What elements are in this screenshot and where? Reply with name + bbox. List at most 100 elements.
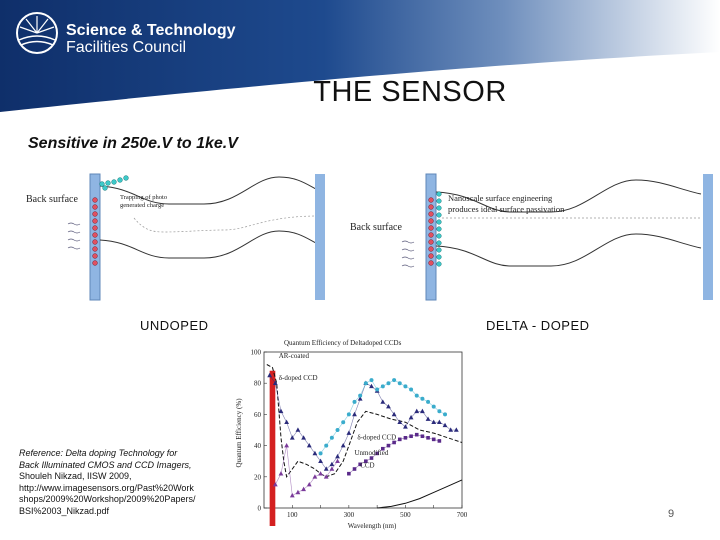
data-point: [397, 381, 402, 386]
data-point: [335, 453, 340, 459]
data-point: [386, 443, 391, 448]
data-point: [324, 443, 329, 448]
dopant-markers: [92, 197, 98, 266]
data-point: [306, 482, 312, 487]
x-tick-label: 700: [457, 511, 468, 519]
data-point: [431, 419, 437, 424]
data-point: [375, 387, 380, 392]
y-tick-label: 20: [254, 473, 262, 481]
data-point: [386, 404, 391, 409]
data-point: [420, 434, 425, 439]
y-axis-label: Quantum Efficiency (%): [235, 398, 243, 468]
trapped-charge-markers: [99, 175, 129, 191]
annotation-line-1: Nanoscale surface engineering: [448, 193, 553, 203]
stfc-logo-icon: [16, 12, 58, 54]
chart-annotation: CCD: [360, 461, 374, 469]
highlight-band: [269, 370, 276, 526]
data-point: [346, 430, 352, 435]
data-point: [420, 408, 425, 414]
data-point: [357, 396, 363, 401]
y-tick-label: 40: [254, 442, 262, 450]
data-point: [381, 446, 385, 451]
annotation-line-2: generated charge: [120, 202, 164, 209]
delta-doped-caption: DELTA - DOPED: [486, 318, 590, 333]
data-point: [414, 393, 419, 398]
data-point: [392, 378, 397, 383]
organization-name: Science & Technology Facilities Council: [66, 22, 236, 56]
data-point: [295, 489, 301, 495]
data-point: [295, 427, 301, 432]
data-point: [318, 458, 323, 463]
data-point: [267, 372, 273, 378]
x-tick-label: 100: [287, 511, 298, 519]
slide-subtitle: Sensitive in 250e.V to 1ke.V: [28, 135, 238, 152]
y-tick-label: 80: [254, 380, 262, 388]
series-connector: [269, 375, 457, 470]
undoped-band-diagram: Back surface Trapping of photo generated…: [26, 173, 325, 301]
data-point: [329, 435, 334, 440]
data-point: [278, 408, 284, 414]
data-point: [363, 381, 368, 386]
chart-annotation: δ-doped CCD: [357, 433, 396, 441]
chart-annotation: Unmodified: [355, 449, 389, 457]
data-point: [453, 427, 459, 432]
y-tick-label: 0: [258, 505, 262, 513]
reference-line-5[interactable]: shops/2009%20Workshop/2009%20Papers/: [19, 494, 196, 504]
conduction-band-line: [435, 179, 702, 213]
data-point: [392, 440, 396, 445]
data-point: [403, 384, 408, 389]
series-line: [377, 479, 463, 509]
chart-annotation: δ-doped CCD: [279, 374, 318, 382]
data-point: [369, 378, 374, 383]
data-point: [335, 428, 340, 432]
fermi-level-line: [133, 215, 319, 233]
data-point: [341, 420, 346, 425]
data-point: [272, 482, 278, 487]
data-point: [443, 412, 448, 417]
data-point: [431, 437, 436, 442]
valence-band-line: [99, 230, 319, 259]
y-tick-label: 100: [251, 349, 262, 357]
reference-line-2: Back Illuminated CMOS and CCD Imagers,: [19, 459, 192, 470]
data-point: [369, 456, 374, 460]
data-point: [397, 419, 403, 424]
data-point: [312, 474, 318, 479]
page-number: 9: [668, 508, 675, 520]
data-point: [335, 458, 340, 463]
data-point: [284, 419, 290, 424]
header-banner: Science & Technology Facilities Council: [0, 0, 720, 120]
chart-annotation: AR-coated: [279, 352, 310, 360]
reference-line-6[interactable]: BSI%2003_Nikzad.pdf: [19, 505, 110, 516]
x-axis-label: Wavelength (nm): [348, 522, 397, 530]
back-surface-label: Back surface: [26, 194, 78, 205]
data-point: [347, 471, 351, 476]
data-point: [289, 492, 295, 498]
reference-line-1: Reference: Delta doping Technology for: [19, 448, 178, 458]
reference-text: Reference: Delta doping Technology for B…: [19, 448, 229, 517]
delta-doped-band-diagram: Back surface Nanoscale surface engineeri…: [350, 173, 713, 301]
data-point: [278, 471, 284, 476]
x-tick-label: 500: [400, 511, 411, 519]
data-point: [380, 399, 386, 404]
data-point: [369, 383, 374, 389]
data-point: [301, 486, 306, 492]
delta-layer-markers: [436, 191, 442, 267]
data-point: [329, 461, 335, 467]
data-point: [408, 414, 414, 420]
data-point: [414, 432, 419, 437]
data-point: [391, 411, 397, 417]
data-point: [414, 408, 420, 414]
data-point: [318, 471, 323, 476]
quantum-efficiency-chart: Quantum Efficiency of Deltadoped CCDs Wa…: [235, 339, 468, 530]
back-surface-label: Back surface: [350, 222, 402, 233]
data-point: [397, 437, 402, 442]
data-point: [426, 399, 431, 404]
data-point: [340, 443, 346, 448]
data-point: [306, 443, 312, 448]
dopant-markers: [428, 197, 434, 266]
data-point: [403, 436, 408, 440]
x-tick-label: 300: [344, 511, 355, 519]
reference-line-4[interactable]: http://www.imagesensors.org/Past%20Work: [19, 482, 194, 493]
data-point: [403, 424, 408, 429]
reference-line-3: Shouleh Nikzad, IISW 2009,: [19, 471, 132, 481]
